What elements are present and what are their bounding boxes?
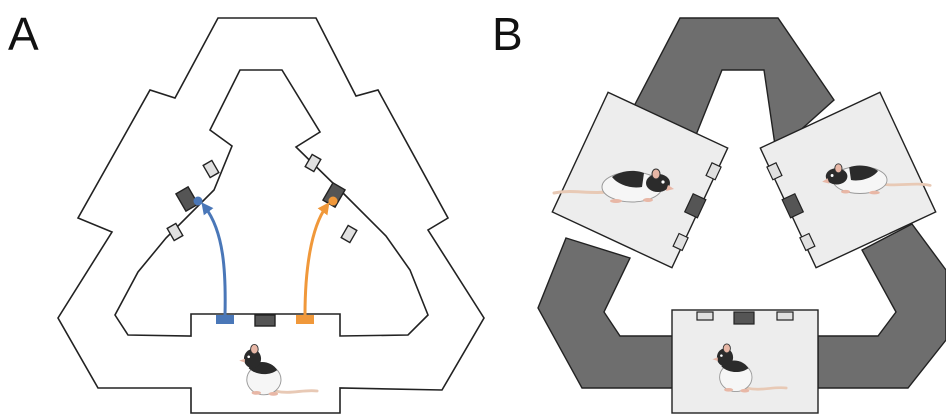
- choice-target-left: [193, 196, 203, 206]
- choice-target-right: [328, 196, 338, 206]
- panel-a-maze: [57, 17, 485, 414]
- port-b-left-bottom: [672, 232, 689, 252]
- port-b-right-center: [781, 192, 805, 219]
- panel-a-outer-wall: [57, 17, 485, 414]
- port-b-start-right: [776, 311, 794, 321]
- port-a-left-center: [174, 185, 200, 213]
- panel-b-label: B: [492, 8, 523, 60]
- port-b-start-center: [733, 311, 755, 325]
- panel-a-label: A: [8, 8, 39, 60]
- choice-arrow-left: [201, 202, 227, 316]
- port-b-right-bottom: [799, 232, 816, 252]
- panel-b-start-ports: [696, 311, 794, 325]
- port-a-left-bottom: [166, 222, 184, 242]
- port-a-right-bottom: [340, 224, 358, 244]
- port-a-left-top: [202, 159, 220, 179]
- port-a-start-right: [296, 315, 314, 324]
- port-b-right-top: [766, 162, 783, 181]
- port-b-left-center: [683, 192, 707, 219]
- port-b-left-top: [705, 162, 722, 181]
- port-a-right-top: [304, 153, 322, 173]
- port-a-start-center: [254, 314, 276, 327]
- rat-icon-a: [237, 343, 319, 398]
- choice-arrow-right: [303, 202, 330, 316]
- port-a-start-left: [216, 315, 234, 324]
- panel-a-inner-wall: [114, 69, 429, 337]
- port-b-start-left: [696, 311, 714, 321]
- box-b-start: [671, 309, 819, 414]
- panel-a-ports: [166, 153, 358, 327]
